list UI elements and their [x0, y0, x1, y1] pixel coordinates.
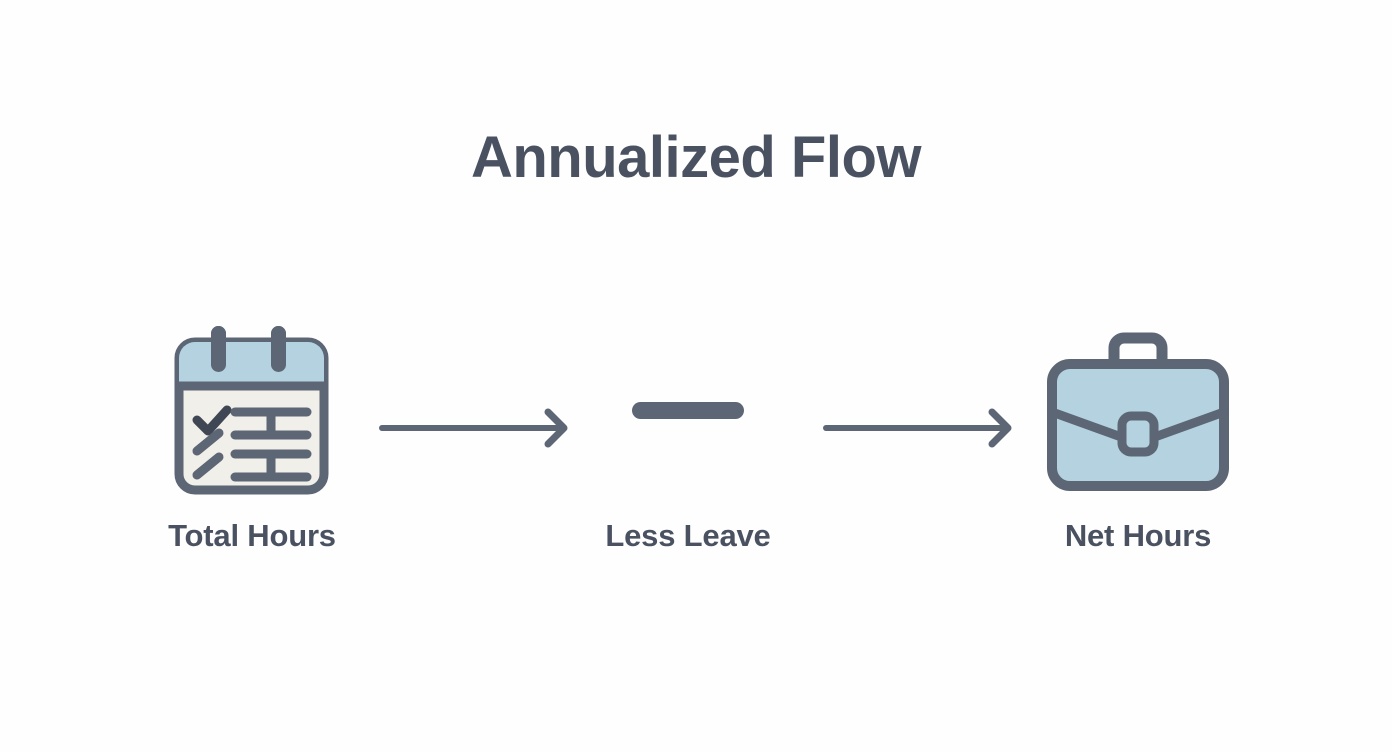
flow-step-total-hours: Total Hours [102, 320, 402, 554]
calendar-icon-wrap [102, 320, 402, 500]
flow-connector-1 [378, 408, 578, 448]
minus-icon-wrap [538, 320, 838, 500]
flow-diagram: Total Hours Less Leave [0, 320, 1392, 590]
minus-icon [632, 402, 744, 419]
flow-connector-2 [822, 408, 1022, 448]
flow-step-label-total-hours: Total Hours [168, 518, 336, 553]
flow-step-less-leave: Less Leave [538, 320, 838, 554]
flow-step-label-net-hours: Net Hours [1064, 518, 1212, 553]
flow-step-net-hours: Net Hours [988, 320, 1288, 554]
briefcase-icon [1047, 332, 1229, 491]
flow-step-label-less-leave: Less Leave [605, 518, 771, 553]
page-title: Annualized Flow [470, 125, 922, 190]
arrow-right-icon [379, 408, 568, 448]
briefcase-icon-wrap [988, 320, 1288, 500]
arrow-right-icon [823, 408, 1012, 448]
calendar-icon [174, 326, 329, 495]
